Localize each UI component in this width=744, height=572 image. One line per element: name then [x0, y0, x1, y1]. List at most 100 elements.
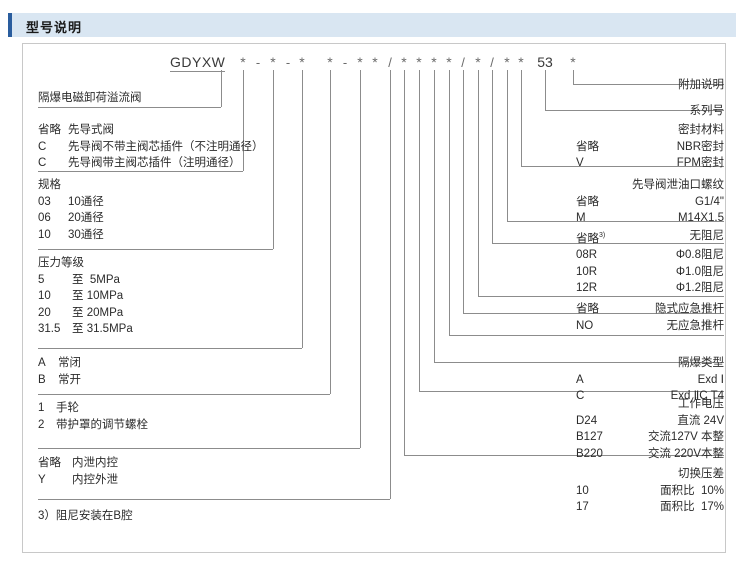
model-placeholder: *	[357, 54, 363, 70]
leader-line-vertical	[360, 70, 361, 448]
option-code: 1	[38, 402, 45, 414]
option-code: 12R	[576, 282, 598, 295]
leader-line-vertical	[507, 70, 508, 221]
option-desc: Φ1.0阻尼	[675, 265, 724, 278]
leader-line-vertical	[492, 70, 493, 243]
leader-line-horizontal	[38, 348, 302, 349]
option-desc: 至 5MPa	[72, 273, 120, 286]
option-desc: 常开	[58, 373, 81, 386]
label-row: A Exd Ⅰ	[576, 372, 724, 389]
series-code: 53	[537, 54, 553, 70]
group-title: 密封材料	[678, 124, 724, 136]
option-desc: 先导式阀	[68, 124, 114, 136]
option-code: M	[576, 212, 586, 224]
option-desc: 至 31.5MPa	[72, 323, 133, 335]
option-code: 31.5	[38, 323, 61, 335]
option-desc: 手轮	[56, 402, 79, 414]
leader-line-vertical	[573, 70, 574, 84]
leader-line-vertical	[434, 70, 435, 362]
header-accent-bar	[8, 13, 12, 37]
footnote: 3）阻尼安装在B腔	[38, 510, 133, 522]
leader-line-horizontal	[38, 171, 243, 172]
label-row: 省略先导式阀	[38, 122, 264, 139]
option-code: B127	[576, 431, 603, 443]
option-code: C	[38, 140, 47, 153]
option-desc: 隐式应急推杆	[655, 303, 724, 315]
option-code: 08R	[576, 249, 598, 262]
option-code: 2	[38, 418, 45, 431]
option-code: D24	[576, 414, 598, 427]
option-code: A	[576, 373, 584, 386]
option-desc: 至 20MPa	[72, 306, 124, 319]
label-row: B220 交流 220V本整	[576, 446, 724, 463]
option-desc: Exd Ⅰ	[697, 373, 724, 386]
section-header-bar	[8, 13, 736, 37]
label-row: 省略 NBR密封	[576, 139, 724, 156]
option-code: B220	[576, 447, 603, 460]
option-desc: FPM密封	[676, 157, 724, 169]
model-separator: -	[285, 55, 291, 70]
label-row: 20 至 20MPa	[38, 305, 133, 322]
leader-line-horizontal	[573, 84, 724, 85]
model-placeholder: *	[504, 54, 510, 70]
model-placeholder: *	[431, 54, 437, 70]
option-desc: 无应急推杆	[666, 319, 725, 332]
option-code: Y	[38, 473, 46, 486]
model-placeholder: *	[299, 54, 305, 70]
model-prefix: GDYXW	[170, 54, 226, 72]
option-code: V	[576, 157, 584, 169]
label-row: 12R Φ1.2阻尼	[576, 280, 724, 297]
label-row: 省略隐式应急推杆	[576, 301, 724, 318]
label-row: 1 手轮	[38, 400, 148, 417]
leader-line-vertical	[221, 70, 222, 107]
option-code: C	[38, 157, 47, 169]
label-row: V FPM密封	[576, 155, 724, 172]
leader-line-vertical	[463, 70, 464, 313]
model-separator: -	[255, 55, 261, 70]
model-placeholder: *	[372, 54, 378, 70]
label-group-product-name: 隔爆电磁卸荷溢流阀	[38, 90, 142, 107]
option-desc: 30通径	[68, 228, 104, 241]
option-code: 06	[38, 212, 51, 224]
option-desc: 10通径	[68, 195, 104, 208]
option-desc: 内控外泄	[72, 473, 118, 486]
leader-line-horizontal	[521, 166, 724, 167]
option-desc: 交流 220V本整	[647, 447, 724, 460]
group-title: 系列号	[689, 105, 725, 117]
leader-line-vertical	[243, 70, 244, 171]
option-code: 省略	[576, 140, 599, 153]
leader-line-vertical	[478, 70, 479, 296]
option-code: 省略	[38, 457, 61, 469]
option-desc: NBR密封	[676, 140, 724, 153]
leader-line-horizontal	[404, 455, 724, 456]
leader-line-horizontal	[463, 313, 724, 314]
option-desc: 无阻尼	[689, 230, 725, 242]
group-title: 规格	[38, 179, 61, 191]
leader-line-horizontal	[38, 499, 390, 500]
option-desc: 20通径	[68, 212, 104, 224]
model-placeholder: *	[570, 54, 576, 70]
label-row: 省略3)无阻尼	[576, 228, 724, 247]
option-code: 20	[38, 306, 51, 319]
option-desc: Φ1.2阻尼	[675, 282, 724, 295]
option-desc: 先导阀不带主阀芯插件（不注明通径）	[68, 140, 264, 153]
group-title: 工作电压	[678, 398, 724, 410]
leader-line-horizontal	[38, 249, 273, 250]
option-code: B	[38, 373, 46, 386]
label-row: Y 内控外泄	[38, 472, 118, 489]
leader-line-horizontal	[38, 394, 330, 395]
